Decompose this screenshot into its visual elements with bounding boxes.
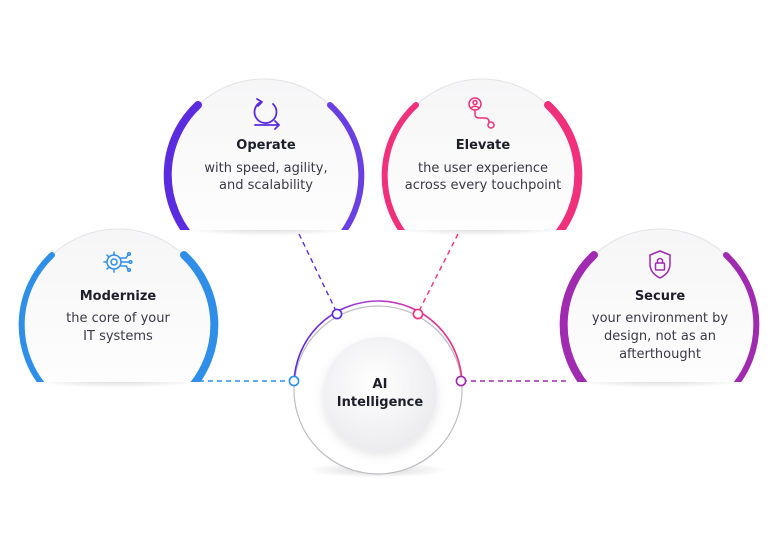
card-operate-line2: and scalability — [219, 178, 313, 193]
card-modernize-title: Modernize — [80, 289, 157, 304]
node-operate — [331, 308, 343, 320]
connector-nodes — [288, 308, 467, 387]
connector-lines — [190, 233, 568, 382]
card-operate-line1: with speed, agility, — [204, 161, 327, 176]
card-modernize-line2: IT systems — [83, 329, 153, 344]
card-secure: Secure your environment by design, not a… — [559, 228, 760, 388]
card-modernize: Modernize the core of your IT systems — [18, 228, 219, 388]
refresh-arrow-icon — [253, 98, 280, 130]
card-secure-line1: your environment by — [592, 311, 729, 326]
center-title-line2: Intelligence — [337, 395, 424, 410]
card-operate-title: Operate — [236, 138, 296, 153]
card-modernize-line1: the core of your — [66, 311, 170, 326]
center-hub: AI Intelligence — [293, 300, 463, 478]
node-secure — [455, 375, 467, 387]
shield-lock-icon — [649, 250, 671, 279]
center-ring-gradient-arc — [293, 300, 463, 386]
center-disc — [323, 337, 437, 451]
card-elevate-title: Elevate — [456, 138, 511, 153]
connector-elevate — [417, 233, 459, 314]
card-elevate-line2: across every touchpoint — [405, 178, 562, 193]
node-modernize — [288, 375, 300, 387]
card-elevate: Elevate the user experience across every… — [381, 78, 583, 236]
center-title-line1: AI — [373, 377, 388, 392]
connector-operate — [298, 233, 338, 314]
card-secure-title: Secure — [635, 289, 686, 304]
card-operate: Operate with speed, agility, and scalabi… — [163, 78, 365, 236]
gear-circuit-icon — [103, 251, 133, 273]
card-secure-line2: design, not as an — [604, 329, 716, 344]
card-modernize-accent-arc — [18, 252, 55, 382]
user-journey-icon — [468, 97, 495, 129]
card-elevate-line1: the user experience — [418, 161, 548, 176]
card-operate-accent-arc — [163, 101, 202, 230]
card-secure-line3: afterthought — [619, 347, 701, 362]
card-elevate-accent-arc — [381, 102, 419, 230]
node-elevate — [412, 308, 424, 320]
card-secure-accent-arc — [559, 251, 598, 382]
